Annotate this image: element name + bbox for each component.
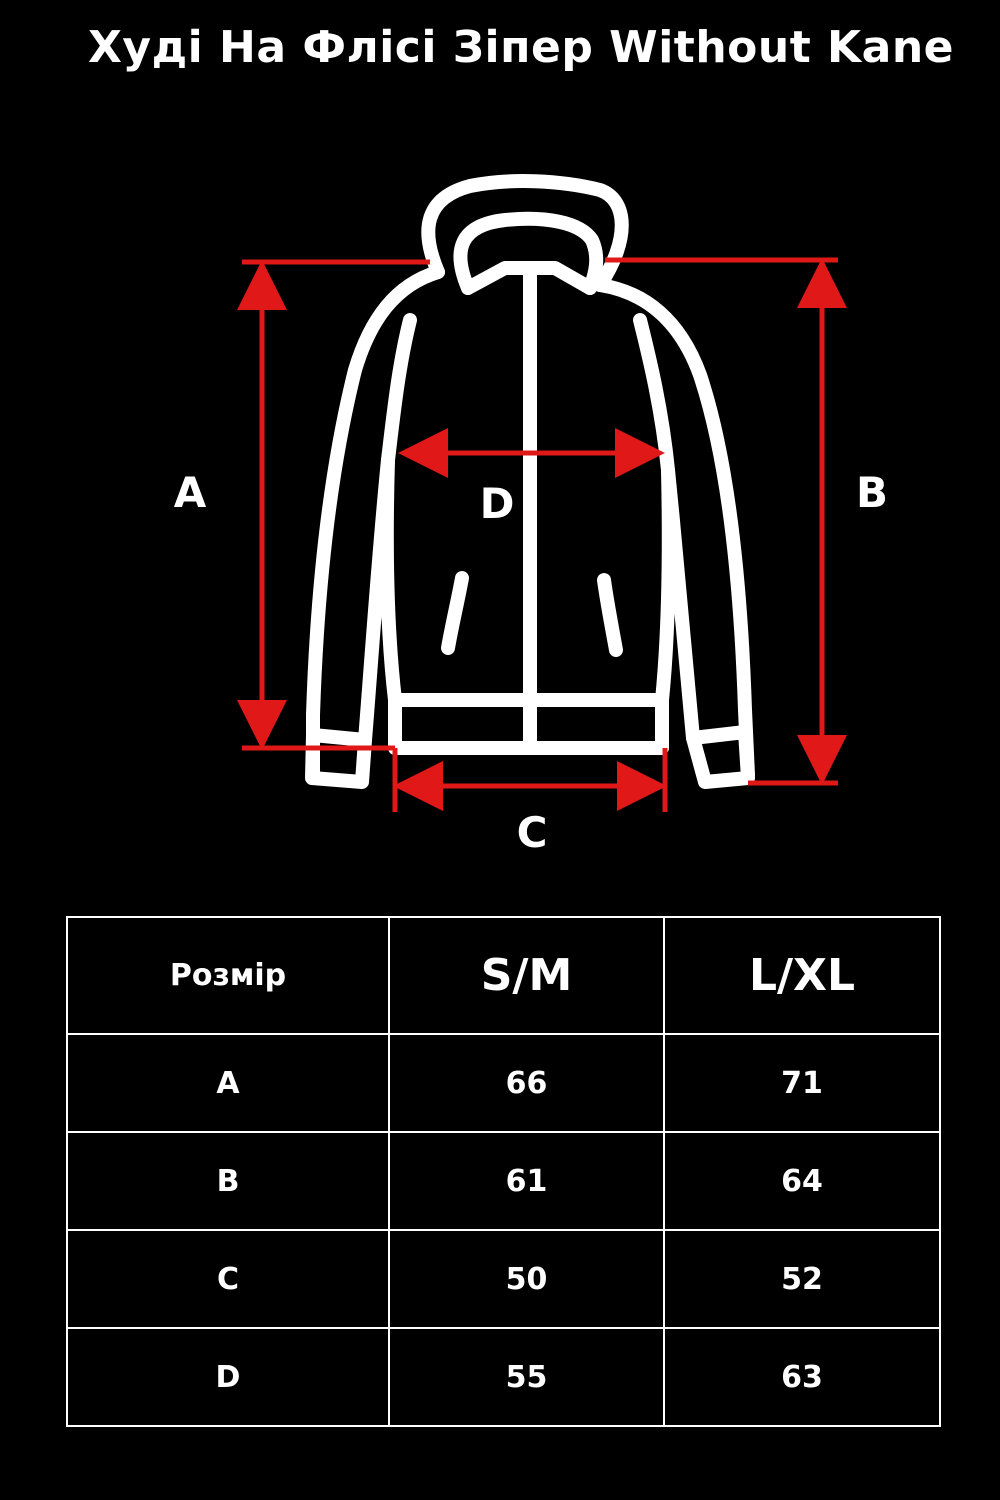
header-size-sm: S/M <box>388 916 665 1035</box>
label-a: A <box>174 468 207 517</box>
row-c-lxl: 52 <box>663 1229 941 1329</box>
measurement-guides <box>237 257 847 812</box>
table-row: B 61 64 <box>66 1131 941 1231</box>
hoodie-size-diagram: A B C D <box>174 174 888 857</box>
row-a-lxl: 71 <box>663 1033 941 1133</box>
row-d-name: D <box>66 1327 390 1427</box>
row-a-name: A <box>66 1033 390 1133</box>
row-c-name: C <box>66 1229 390 1329</box>
hood-outline <box>421 174 629 292</box>
body-left-side <box>379 453 402 707</box>
table-row: A 66 71 <box>66 1033 941 1133</box>
right-sleeve-outer <box>593 278 755 782</box>
label-d: D <box>480 479 515 528</box>
row-d-lxl: 63 <box>663 1327 941 1427</box>
header-size-label: Розмір <box>66 916 390 1035</box>
body-right-side <box>655 463 676 707</box>
table-header-row: Розмір S/M L/XL <box>66 916 941 1035</box>
hoodie-outline-icon <box>305 174 755 789</box>
left-pocket <box>441 571 469 655</box>
row-b-sm: 61 <box>388 1131 665 1231</box>
label-c: C <box>517 808 548 857</box>
left-sleeve-outer <box>306 265 445 782</box>
row-b-lxl: 64 <box>663 1131 941 1231</box>
left-cuff <box>305 728 372 789</box>
label-b: B <box>856 468 888 517</box>
row-a-sm: 66 <box>388 1033 665 1133</box>
size-table: Розмір S/M L/XL A 66 71 B 61 64 C 50 52 … <box>66 916 941 1427</box>
row-b-name: B <box>66 1131 390 1231</box>
right-pocket <box>597 573 623 657</box>
row-c-sm: 50 <box>388 1229 665 1329</box>
right-cuff <box>686 725 755 789</box>
header-size-lxl: L/XL <box>663 916 941 1035</box>
page-title: Худі На Флісі Зіпер Without Kane <box>87 22 955 73</box>
waistband <box>388 693 669 755</box>
table-row: D 55 63 <box>66 1327 941 1427</box>
row-d-sm: 55 <box>388 1327 665 1427</box>
hood-opening <box>453 211 604 295</box>
table-row: C 50 52 <box>66 1229 941 1329</box>
